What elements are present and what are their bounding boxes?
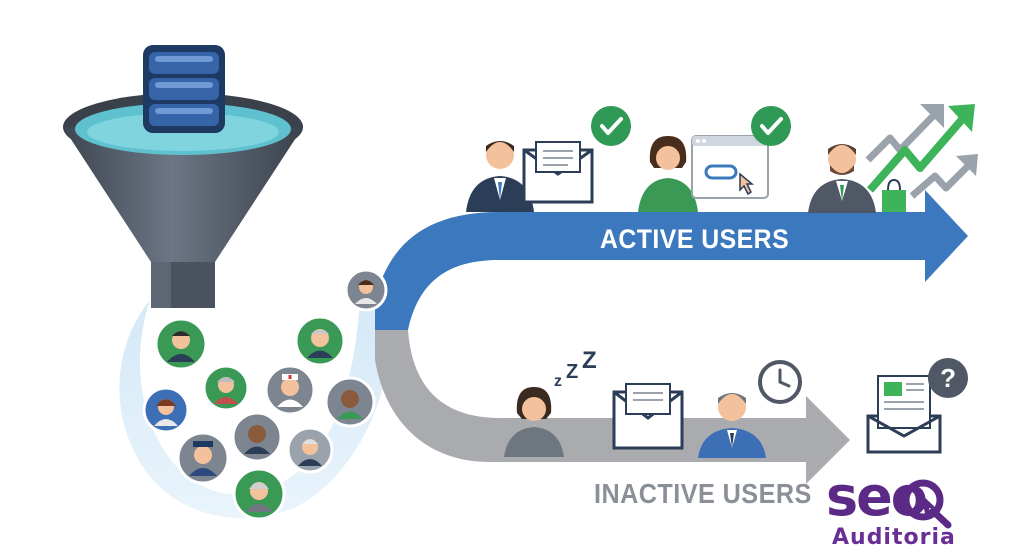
check-icon	[591, 106, 631, 146]
person-icon	[638, 136, 698, 212]
avatar	[286, 426, 334, 474]
avatar	[142, 386, 190, 434]
svg-text:z: z	[554, 373, 562, 390]
document-envelope-icon	[866, 375, 942, 454]
person-icon	[466, 141, 534, 212]
logo-subtitle: Auditoria	[832, 525, 956, 550]
avatar	[231, 411, 283, 463]
svg-text:Z: Z	[566, 361, 578, 383]
logo-brand: seo	[826, 465, 928, 528]
envelope-icon	[612, 383, 684, 450]
svg-text:Z: Z	[582, 347, 597, 374]
browser-click-icon	[691, 135, 769, 199]
inactive-users-label: INACTIVE USERS	[594, 478, 812, 509]
logo-magnifier-icon	[902, 479, 952, 529]
avatar	[176, 431, 230, 485]
shopping-bag-icon	[882, 178, 906, 212]
clock-icon	[758, 360, 802, 404]
question-mark: ?	[940, 363, 956, 393]
trend-up-icon	[865, 104, 978, 199]
avatar	[264, 364, 316, 416]
person-icon	[698, 393, 766, 458]
database-icon	[143, 45, 225, 133]
envelope-icon	[522, 141, 594, 204]
person-icon	[808, 144, 876, 213]
active-users-label: ACTIVE USERS	[600, 224, 790, 254]
avatar	[294, 315, 346, 367]
active-users-arrow	[375, 190, 968, 330]
person-icon	[504, 387, 564, 457]
check-icon	[751, 106, 791, 146]
avatar	[202, 364, 250, 412]
sleep-icon: z Z Z	[554, 347, 597, 390]
avatar	[324, 376, 376, 428]
avatar	[232, 467, 286, 521]
question-icon: ?	[928, 358, 968, 398]
avatar	[344, 268, 388, 312]
avatar	[154, 317, 208, 371]
